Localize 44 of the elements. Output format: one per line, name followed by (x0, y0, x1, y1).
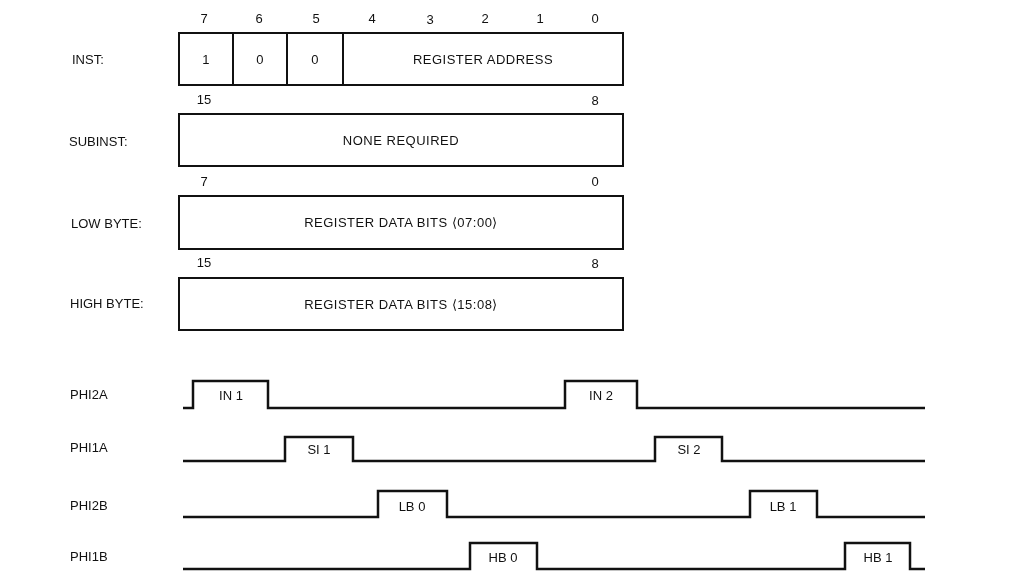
pulse-label: IN 2 (589, 387, 613, 403)
field-value: NONE REQUIRED (342, 132, 460, 148)
bit-number: 7 (200, 10, 208, 26)
field-name: LOW BYTE: (71, 215, 142, 231)
bit-number: 4 (368, 10, 376, 26)
pulse-label: HB 0 (488, 549, 518, 565)
signal-name: PHI1B (70, 548, 108, 564)
bit-number: 1 (536, 10, 544, 26)
signal-name: PHI1A (70, 439, 108, 455)
pulse-label: LB 0 (398, 498, 426, 514)
field-value: 0 (256, 51, 264, 67)
register-field (286, 32, 344, 86)
bit-number: 0 (591, 173, 599, 189)
field-name: INST: (72, 51, 104, 67)
register-field (178, 32, 234, 86)
bit-number: 0 (591, 10, 599, 26)
register-field (342, 32, 624, 86)
field-value: 1 (202, 51, 210, 67)
pulse-label: HB 1 (863, 549, 893, 565)
register-field (178, 195, 624, 250)
pulse-label: SI 2 (677, 441, 701, 457)
field-name: HIGH BYTE: (70, 295, 144, 311)
field-value: REGISTER DATA BITS ⟨15:08⟩ (304, 296, 498, 312)
field-name: SUBINST: (69, 133, 128, 149)
field-value: REGISTER DATA BITS ⟨07:00⟩ (304, 215, 498, 230)
bit-number: 7 (200, 173, 208, 189)
bit-number: 15 (196, 91, 212, 107)
register-field (178, 113, 624, 167)
bit-number: 2 (481, 10, 489, 26)
register-field (232, 32, 288, 86)
signal-name: PHI2A (70, 386, 108, 402)
pulse-label: IN 1 (219, 387, 243, 403)
register-field (178, 277, 624, 331)
pulse-label: SI 1 (307, 441, 331, 457)
bit-number: 5 (312, 10, 320, 26)
bit-number: 8 (591, 92, 599, 108)
field-value: REGISTER ADDRESS (412, 51, 554, 67)
bit-number: 6 (255, 10, 263, 26)
bit-number: 8 (591, 255, 599, 271)
bit-number: 15 (196, 254, 212, 270)
pulse-label: LB 1 (769, 498, 797, 514)
field-value: 0 (311, 51, 319, 67)
signal-name: PHI2B (70, 497, 108, 513)
bit-number: 3 (426, 11, 434, 27)
